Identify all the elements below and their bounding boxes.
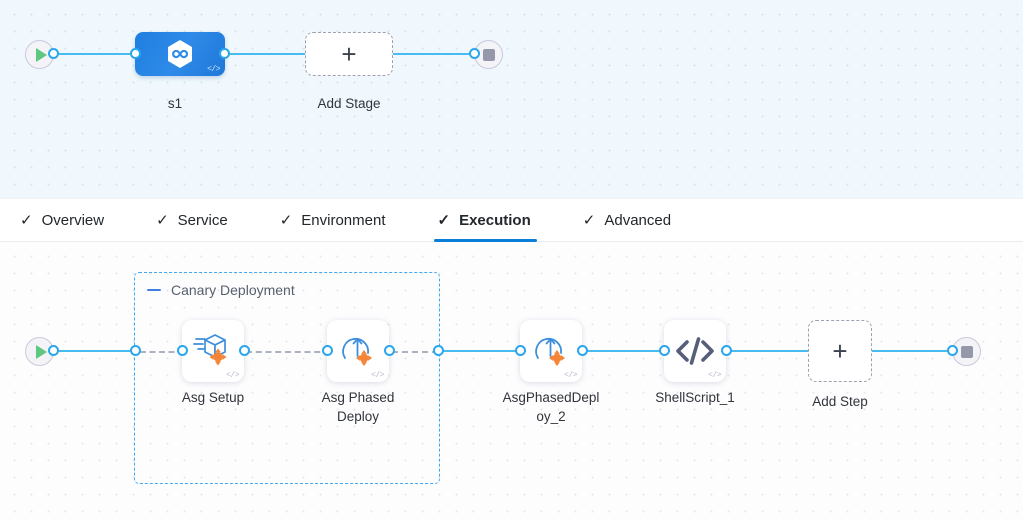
minus-icon[interactable] xyxy=(147,288,161,292)
check-icon: ✓ xyxy=(437,211,451,229)
stage-code-badge[interactable]: </> xyxy=(207,65,220,74)
connector-shellscript-to-addstep xyxy=(730,350,810,352)
step-code-badge[interactable]: </> xyxy=(371,371,384,380)
harness-hexagon-infinity-icon xyxy=(166,39,194,69)
group-exit-port[interactable] xyxy=(433,345,444,356)
tab-execution[interactable]: ✓ Execution xyxy=(433,198,538,242)
add-step-button[interactable]: + xyxy=(808,320,872,382)
execution-canvas[interactable]: Canary Deployment xyxy=(0,242,1023,521)
step-label-shellscript-1: ShellScript_1 xyxy=(655,390,735,405)
step-node-asg-setup[interactable]: </> xyxy=(182,320,244,382)
asgphaseddeploy-2-input-port[interactable] xyxy=(515,345,526,356)
connector-group-to-asgphased2 xyxy=(440,350,522,352)
stage-node-s1[interactable]: </> xyxy=(135,32,225,76)
tab-service-label: Service xyxy=(177,211,228,229)
asg-phased-deploy-icon xyxy=(342,338,372,366)
step-label-asg-setup: Asg Setup xyxy=(181,390,245,405)
execution-start-port[interactable] xyxy=(48,345,59,356)
stage-label: s1 xyxy=(167,96,183,111)
add-stage-label: Add Stage xyxy=(317,96,381,111)
shellscript-1-output-port[interactable] xyxy=(721,345,732,356)
connector-asgphased-to-group-exit xyxy=(392,351,438,353)
play-icon xyxy=(35,344,47,359)
tab-environment-label: Environment xyxy=(301,211,386,229)
asg-phased-deploy-icon xyxy=(535,338,565,366)
stage-config-tabs: ✓ Overview ✓ Service ✓ Environment ✓ Exe… xyxy=(0,198,1023,242)
step-label-asg-phased-deploy: Asg Phased Deploy xyxy=(321,390,395,424)
add-step-label: Add Step xyxy=(812,394,868,409)
plus-icon: + xyxy=(341,39,357,69)
step-label-line-1: AsgPhasedDepl xyxy=(502,390,600,405)
tab-advanced-label: Advanced xyxy=(604,211,672,229)
connector-start-to-stage xyxy=(50,53,138,55)
connector-group-entry-to-asgsetup xyxy=(140,351,184,353)
step-label-line-2: oy_2 xyxy=(536,409,566,424)
execution-start-node[interactable] xyxy=(25,337,54,366)
add-stage-button[interactable]: + xyxy=(305,32,393,76)
tab-execution-label: Execution xyxy=(459,211,531,229)
step-group-canary-deployment[interactable] xyxy=(134,272,440,484)
step-code-badge[interactable]: </> xyxy=(708,371,721,380)
check-icon: ✓ xyxy=(20,211,33,229)
asg-phased-deploy-output-port[interactable] xyxy=(384,345,395,356)
check-icon: ✓ xyxy=(279,211,293,229)
step-node-asg-phased-deploy[interactable]: </> xyxy=(327,320,389,382)
pipeline-start-node[interactable] xyxy=(25,40,54,69)
connector-asgsetup-to-asgphased xyxy=(246,351,330,353)
stop-icon xyxy=(960,345,973,358)
connector-asgphased2-to-shellscript xyxy=(586,350,666,352)
asg-phased-deploy-input-port[interactable] xyxy=(322,345,333,356)
step-node-asgphaseddeploy-2[interactable]: </> xyxy=(520,320,582,382)
end-node-port[interactable] xyxy=(469,48,480,59)
step-label-asgphaseddeploy-2: AsgPhasedDepl oy_2 xyxy=(496,388,606,426)
shell-script-code-icon xyxy=(676,337,714,365)
stop-icon xyxy=(482,48,495,61)
step-code-badge[interactable]: </> xyxy=(226,371,239,380)
group-entry-port[interactable] xyxy=(130,345,141,356)
connector-addstage-to-end xyxy=(392,53,482,55)
asg-setup-output-port[interactable] xyxy=(239,345,250,356)
tab-overview-label: Overview xyxy=(41,211,105,229)
pipeline-canvas[interactable]: </> s1 + Add Stage xyxy=(0,0,1023,198)
start-node-port[interactable] xyxy=(48,48,59,59)
play-icon xyxy=(35,47,47,62)
connector-addstep-to-end xyxy=(872,350,960,352)
tab-service[interactable]: ✓ Service xyxy=(154,198,230,242)
step-group-header[interactable]: Canary Deployment xyxy=(147,282,295,298)
step-node-shellscript-1[interactable]: </> xyxy=(664,320,726,382)
step-group-title: Canary Deployment xyxy=(171,282,295,298)
shellscript-1-input-port[interactable] xyxy=(659,345,670,356)
connector-stage-to-addstage xyxy=(222,53,310,55)
asgphaseddeploy-2-output-port[interactable] xyxy=(577,345,588,356)
plus-icon: + xyxy=(832,336,848,366)
check-icon: ✓ xyxy=(582,211,596,229)
tab-environment[interactable]: ✓ Environment xyxy=(278,198,388,242)
stage-output-port[interactable] xyxy=(219,48,230,59)
connector-start-to-group xyxy=(50,350,138,352)
tab-advanced[interactable]: ✓ Advanced xyxy=(581,198,673,242)
asg-setup-input-port[interactable] xyxy=(177,345,188,356)
execution-end-port[interactable] xyxy=(947,345,958,356)
asg-setup-package-icon xyxy=(193,334,227,366)
stage-input-port[interactable] xyxy=(130,48,141,59)
check-icon: ✓ xyxy=(156,211,169,229)
step-code-badge[interactable]: </> xyxy=(564,371,577,380)
tab-overview[interactable]: ✓ Overview xyxy=(18,198,106,242)
